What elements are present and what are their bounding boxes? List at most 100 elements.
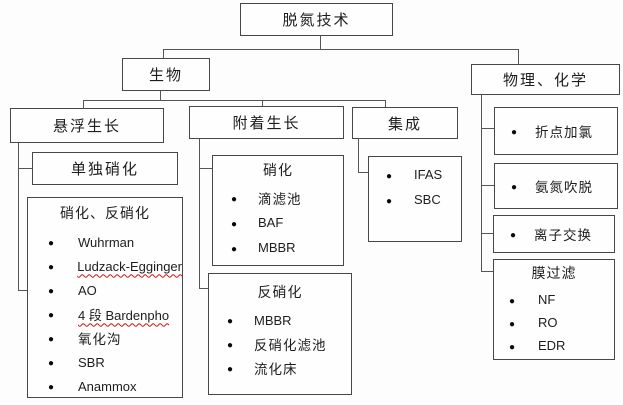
connector-line (163, 49, 519, 50)
bullet-icon (509, 338, 519, 354)
bullet-icon (386, 167, 396, 183)
connector-line (481, 185, 494, 186)
node-separate-nitrification-label: 单独硝化 (70, 162, 139, 178)
bullet-icon (48, 258, 57, 274)
list-item: IFAS (369, 162, 461, 187)
list-item: MBBR (209, 308, 351, 332)
bullet-icon (231, 190, 241, 206)
bullet-icon (509, 315, 519, 331)
node-biological: 生物 (122, 58, 210, 91)
bullet-icon (386, 192, 396, 208)
list-item: AO (28, 278, 182, 302)
connector-line (320, 36, 321, 49)
connector-line (262, 100, 263, 106)
node-breakpoint-chlorination: 折点加氯 (494, 107, 618, 155)
process-list: Wuhrman Ludzack-Egginger AO 4 段 Bardenph… (28, 230, 182, 398)
list-item-label: Wuhrman (78, 234, 135, 250)
connector-line (481, 271, 493, 272)
group-nitrification-denitrification: 硝化、反硝化 Wuhrman Ludzack-Egginger AO 4 段 B… (27, 197, 183, 398)
group-denitrification: 反硝化 MBBR 反硝化滤池 流化床 (208, 273, 352, 395)
connector-line (160, 91, 161, 100)
bullet-icon (511, 178, 521, 194)
node-physical-chemical-label: 物理、化学 (502, 73, 588, 89)
process-list: IFAS SBC (369, 162, 461, 212)
connector-line (18, 143, 19, 290)
group-integrated-processes: IFAS SBC (368, 156, 462, 242)
list-item-label: 流化床 (254, 362, 298, 377)
group-title: 反硝化 (257, 286, 303, 301)
list-item: 滴滤池 (213, 185, 343, 210)
group-title: 硝化 (263, 164, 293, 179)
list-item: Ludzack-Egginger (28, 254, 182, 278)
connector-line (518, 49, 519, 64)
list-item: 4 段 Bardenpho (28, 302, 182, 326)
list-item-label: BAF (258, 215, 284, 230)
list-item-label: SBR (78, 354, 105, 370)
bullet-icon (48, 378, 58, 394)
bullet-icon (227, 312, 237, 328)
group-title: 硝化、反硝化 (60, 207, 150, 222)
group-membrane-filtration: 膜过滤 NF RO EDR (493, 259, 615, 360)
node-integrated-label: 集成 (387, 116, 422, 133)
node-root: 脱氮技术 (240, 3, 393, 36)
list-item: Wuhrman (28, 230, 182, 254)
bullet-icon (511, 123, 521, 139)
list-item: SBR (28, 350, 182, 374)
list-item-label: SBC (414, 192, 441, 207)
bullet-icon (227, 360, 237, 376)
list-item-label: MBBR (254, 312, 292, 328)
bullet-icon (510, 226, 520, 242)
connector-line (199, 288, 208, 289)
list-item: Anammox (28, 374, 182, 398)
list-item-label: RO (538, 315, 558, 330)
node-attached-growth-label: 附着生长 (232, 116, 301, 132)
list-item: 氧化沟 (28, 326, 182, 350)
node-attached-growth: 附着生长 (189, 106, 344, 139)
list-item-label: IFAS (414, 167, 443, 182)
bullet-icon (231, 240, 241, 256)
list-item-label: NF (538, 292, 556, 307)
connector-line (199, 168, 212, 169)
node-separate-nitrification: 单独硝化 (32, 152, 178, 185)
list-item-label: 折点加氯 (535, 125, 593, 140)
node-ammonia-stripping: 氨氮吹脱 (494, 163, 618, 209)
list-item-label: EDR (538, 338, 566, 353)
bullet-icon (231, 215, 241, 231)
list-item-label: Anammox (78, 378, 137, 394)
node-biological-label: 生物 (148, 68, 183, 84)
list-item-label: Ludzack-Egginger (77, 258, 182, 274)
list-item: MBBR (213, 235, 343, 260)
node-ion-exchange: 离子交换 (493, 215, 615, 253)
connector-line (199, 139, 200, 288)
connector-line (83, 100, 386, 101)
list-item-label: 4 段 Bardenpho (78, 307, 170, 323)
list-item: EDR (494, 334, 614, 357)
connector-line (163, 49, 164, 58)
group-nitrification: 硝化 滴滤池 BAF MBBR (212, 155, 344, 266)
list-item-label: 滴滤池 (258, 191, 302, 207)
list-item: 反硝化滤池 (209, 332, 351, 356)
node-suspended-growth-label: 悬浮生长 (52, 119, 121, 135)
node-root-label: 脱氮技术 (282, 13, 351, 29)
list-item-label: 氧化沟 (78, 332, 122, 347)
process-list: NF RO EDR (494, 288, 614, 357)
list-item: RO (494, 311, 614, 334)
list-item-label: AO (78, 282, 97, 298)
list-item: BAF (213, 210, 343, 235)
connector-line (18, 168, 32, 169)
connector-line (18, 290, 27, 291)
list-item-label: 氨氮吹脱 (535, 180, 593, 195)
connector-line (385, 100, 386, 107)
list-item: SBC (369, 187, 461, 212)
list-item: NF (494, 288, 614, 311)
bullet-icon (48, 234, 58, 250)
node-integrated: 集成 (352, 107, 458, 139)
process-list: 滴滤池 BAF MBBR (213, 185, 343, 260)
connector-line (481, 233, 493, 234)
node-suspended-growth: 悬浮生长 (10, 108, 164, 143)
connector-line (481, 128, 494, 129)
connector-line (358, 172, 368, 173)
node-physical-chemical: 物理、化学 (471, 64, 620, 95)
bullet-icon (48, 354, 58, 370)
